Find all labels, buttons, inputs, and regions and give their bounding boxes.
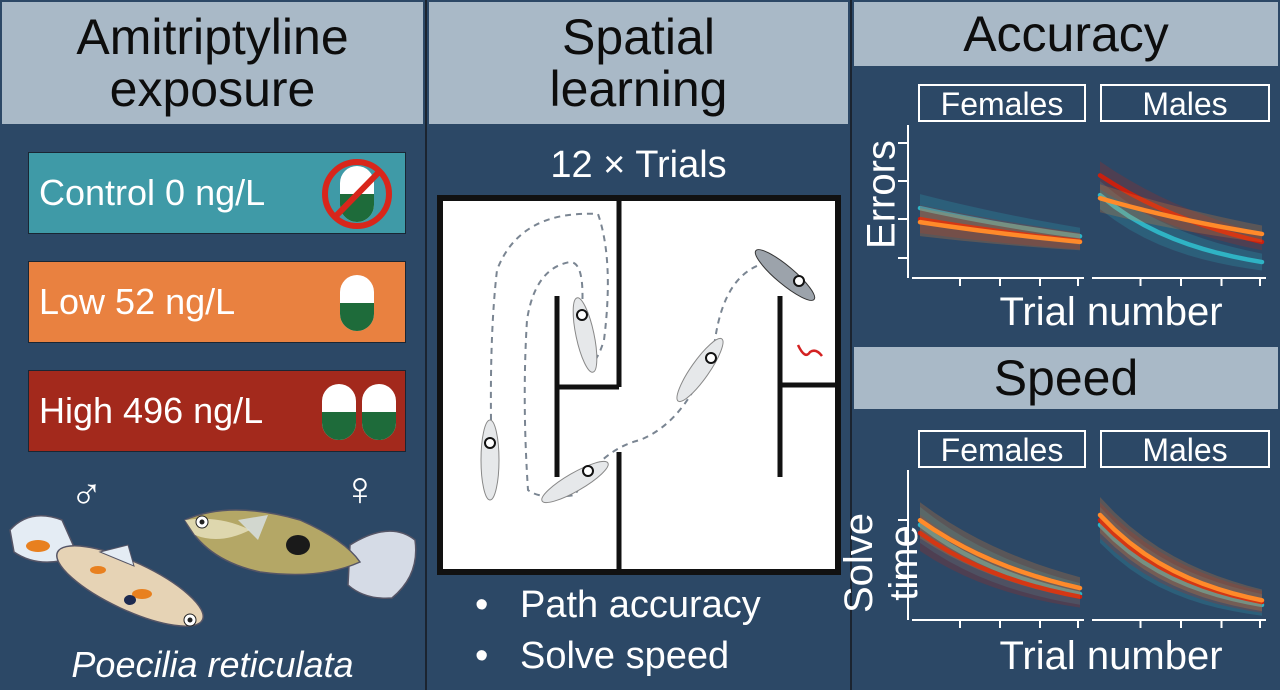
line-males-low <box>1097 195 1265 237</box>
line-females-low <box>917 219 1083 245</box>
results-panel <box>852 0 1280 690</box>
speed-header: Speed <box>854 347 1278 409</box>
line-females-control <box>917 522 1083 597</box>
ci-band-control <box>920 506 1080 605</box>
bullet-path-accuracy-text: Path accuracy <box>519 584 761 626</box>
facet-label-accuracy-females: Females <box>918 84 1086 122</box>
trials-label: 12 × Trials <box>550 144 727 186</box>
ci-band-control <box>1100 181 1262 271</box>
speed-title: Speed <box>993 350 1139 406</box>
speed-xlabel: Trial number <box>999 634 1223 678</box>
accuracy-xlabel: Trial number <box>999 290 1223 334</box>
dose-low-label: Low 52 ng/L <box>39 281 236 322</box>
line-females-control <box>917 205 1083 239</box>
facet-label-speed-males: Males <box>1100 430 1270 468</box>
learning-title-line2: learning <box>549 61 728 117</box>
no-pill-icon <box>322 159 392 229</box>
exposure-title-line1: Amitriptyline <box>76 9 349 65</box>
exposure-title-line2: exposure <box>109 61 316 117</box>
species-name: Poecilia reticulata <box>71 644 354 685</box>
ci-band-high <box>1100 502 1262 613</box>
male-guppy-illustration <box>9 515 204 627</box>
bullet-solve-speed-text: Solve speed <box>519 635 730 677</box>
ci-band-low <box>1100 497 1262 612</box>
accuracy-header: Accuracy <box>854 2 1278 66</box>
learning-title-line1: Spatial <box>562 9 715 65</box>
accuracy-title: Accuracy <box>963 6 1169 62</box>
male-symbol: ♂ <box>70 470 103 519</box>
pill-icon <box>340 275 374 331</box>
line-males-low <box>1097 512 1265 603</box>
bullet-path-accuracy: • Path accuracy <box>475 584 761 626</box>
line-females-low <box>917 517 1083 591</box>
fish-markers <box>480 249 816 504</box>
facet-label-speed-females: Females <box>918 430 1086 468</box>
dose-high-label: High 496 ng/L <box>39 390 264 431</box>
food-reward-icon <box>796 344 823 357</box>
female-guppy-illustration <box>183 509 417 599</box>
exposure-header: Amitriptyline exposure <box>2 2 423 124</box>
bullet-solve-speed: • Solve speed <box>475 635 730 677</box>
facet-label-accuracy-males: Males <box>1100 84 1270 122</box>
line-males-control <box>1097 522 1265 608</box>
maze-walls <box>554 198 838 572</box>
line-females-high <box>917 530 1083 600</box>
learning-header: Spatial learning <box>429 2 848 124</box>
female-symbol: ♀ <box>342 463 378 516</box>
dose-control-label: Control 0 ng/L <box>39 172 266 213</box>
two-pills-icon <box>322 384 396 440</box>
ci-band-low <box>920 502 1080 599</box>
line-males-control <box>1097 192 1265 265</box>
